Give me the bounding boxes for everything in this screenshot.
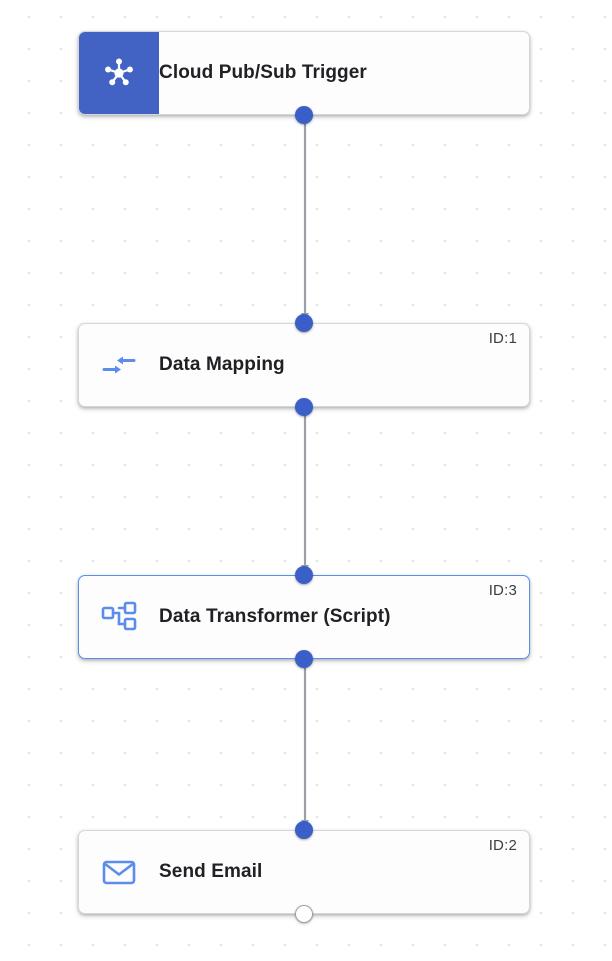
envelope-icon [79, 831, 159, 913]
node-title: Send Email [159, 861, 263, 882]
workflow-node-send-email[interactable]: Send Email ID:2 [78, 830, 530, 914]
node-title: Data Transformer (Script) [159, 606, 391, 627]
node-title: Data Mapping [159, 354, 285, 375]
node-port-bottom-data-mapping[interactable] [295, 398, 313, 416]
pub-sub-hub-icon [79, 32, 159, 114]
node-port-bottom-cloud-pub-sub-trigger[interactable] [295, 106, 313, 124]
converging-arrows-icon [79, 324, 159, 406]
node-port-top-data-mapping[interactable] [295, 314, 313, 332]
node-id-badge: ID:2 [488, 837, 517, 854]
node-port-top-send-email[interactable] [295, 821, 313, 839]
node-id-badge: ID:1 [488, 330, 517, 347]
node-title: Cloud Pub/Sub Trigger [159, 62, 367, 83]
node-id-badge: ID:3 [488, 582, 517, 599]
workflow-node-data-mapping[interactable]: Data Mapping ID:1 [78, 323, 530, 407]
schema-hierarchy-icon [79, 576, 159, 658]
node-port-top-data-transformer-script[interactable] [295, 566, 313, 584]
workflow-node-cloud-pub-sub-trigger[interactable]: Cloud Pub/Sub Trigger [78, 31, 530, 115]
node-port-bottom-data-transformer-script[interactable] [295, 650, 313, 668]
workflow-node-data-transformer-script[interactable]: Data Transformer (Script) ID:3 [78, 575, 530, 659]
node-port-bottom-send-email[interactable] [295, 905, 313, 923]
